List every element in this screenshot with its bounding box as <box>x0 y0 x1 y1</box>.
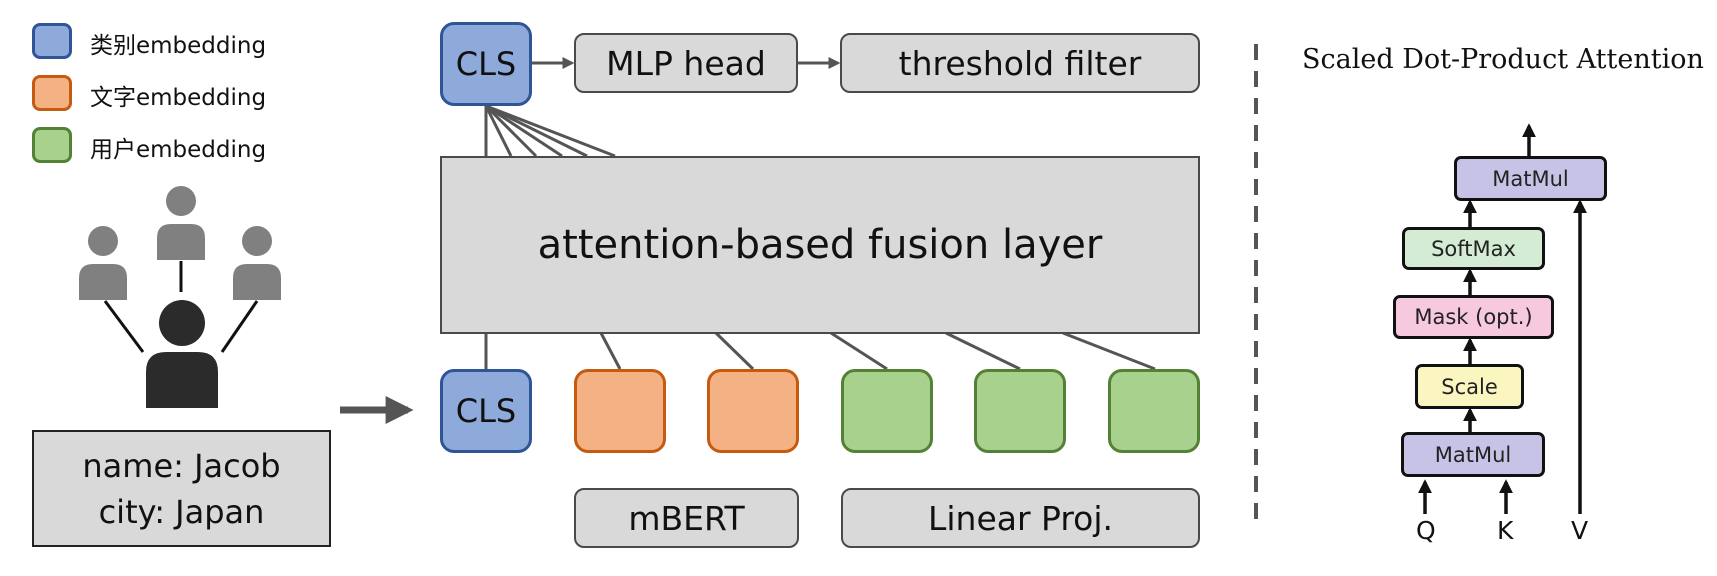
legend-label-text: 文字embedding <box>90 85 267 111</box>
text-token <box>574 369 666 453</box>
text-token <box>707 369 799 453</box>
profile-city: city: Japan <box>98 492 265 531</box>
legend-swatch-text <box>32 75 72 111</box>
legend-swatch-category <box>32 23 72 59</box>
matmul-bottom-block: MatMul <box>1401 432 1545 477</box>
mbert-block: mBERT <box>574 488 799 548</box>
legend-label-user: 用户embedding <box>90 137 267 163</box>
scale-block: Scale <box>1415 364 1524 409</box>
input-q-label: Q <box>1416 516 1436 545</box>
fusion-layer-block: attention-based fusion layer <box>440 156 1200 334</box>
threshold-filter-block: threshold filter <box>840 33 1200 93</box>
user-profile-card: name: Jacob city: Japan <box>32 430 331 547</box>
linear-proj-block: Linear Proj. <box>841 488 1200 548</box>
user-token <box>1108 369 1200 453</box>
attention-arrows <box>1418 123 1587 514</box>
legend-label-category: 类别embedding <box>90 33 267 59</box>
profile-name: name: Jacob <box>82 446 281 485</box>
matmul-top-block: MatMul <box>1454 156 1607 201</box>
user-token <box>841 369 933 453</box>
token-connector-lines <box>484 331 1156 371</box>
legend-swatch-user <box>32 127 72 163</box>
attention-fan-lines <box>484 104 616 158</box>
cls-input-token: CLS <box>440 369 532 453</box>
input-v-label: V <box>1571 516 1589 545</box>
cls-output-token: CLS <box>440 22 532 106</box>
attention-title: Scaled Dot-Product Attention <box>1302 44 1704 75</box>
mask-block: Mask (opt.) <box>1393 295 1554 339</box>
input-k-label: K <box>1497 516 1514 545</box>
softmax-block: SoftMax <box>1402 227 1545 270</box>
mlp-head-block: MLP head <box>574 33 798 93</box>
user-network-icon <box>79 186 281 408</box>
user-token <box>974 369 1066 453</box>
